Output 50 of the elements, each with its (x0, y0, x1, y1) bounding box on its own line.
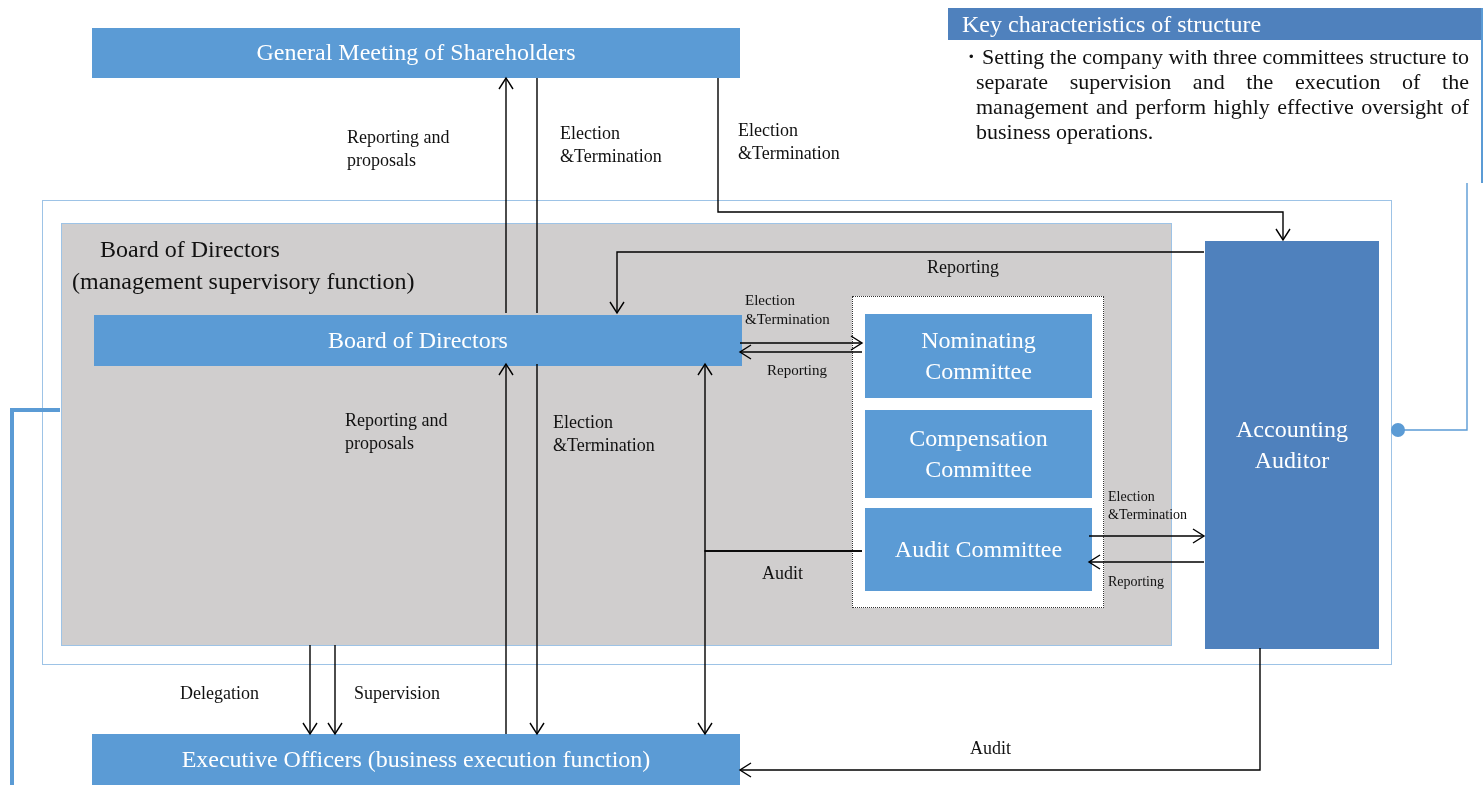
edge-label: Reporting and proposals (345, 409, 449, 454)
process-box (92, 734, 740, 785)
arrow (498, 363, 514, 735)
edge-label: Election &Termination (745, 291, 831, 329)
group-heading: (management supervisory function) (72, 268, 415, 295)
arrow (1088, 554, 1205, 570)
arrow (498, 77, 514, 314)
frame-box (42, 200, 1392, 665)
edge-label: Reporting (1108, 573, 1164, 591)
group-heading: Board of Directors (100, 236, 280, 263)
panel-heading: Key characteristics of structure (948, 8, 1481, 40)
edge-label: Election &Termination (560, 122, 663, 167)
edge-label: Reporting (927, 256, 999, 279)
arrow (529, 363, 545, 735)
process-box (92, 28, 740, 78)
edge-label: Election &Termination (553, 411, 656, 456)
dotted-group-box (852, 296, 1104, 608)
box-label: Compensation Committee (908, 423, 1049, 484)
arrow (717, 77, 1291, 241)
edge-label: Reporting (767, 361, 827, 380)
edge-label: Audit (970, 737, 1011, 760)
arrow (1088, 528, 1205, 544)
process-box (865, 508, 1092, 591)
arrow (739, 344, 863, 360)
connector-line (536, 77, 538, 314)
arrow (697, 550, 863, 735)
edge-label: Election &Termination (738, 119, 841, 164)
panel-text: ・Setting the company with three committees structure to separate supervision and the execution of the management and perform highly effective oversight of business operations. (959, 43, 1470, 144)
connector-line (10, 408, 60, 785)
arrow (739, 647, 1261, 778)
box-label: General Meeting of Shareholders (255, 38, 577, 68)
arrow (609, 251, 1205, 314)
edge-label: Audit (762, 562, 803, 585)
edge-label: Election &Termination (1108, 488, 1189, 523)
edge-label: Reporting and proposals (347, 126, 451, 171)
connector-line (1391, 182, 1468, 437)
process-box (94, 315, 742, 366)
process-box (1205, 241, 1379, 649)
box-label: Nominating Committee (920, 325, 1037, 386)
box-label: Executive Officers (business execution function) (180, 744, 652, 774)
edge-label: Supervision (354, 682, 440, 705)
arrow (739, 335, 863, 351)
arrow (327, 644, 343, 735)
edge-label: Delegation (180, 682, 259, 705)
process-box (865, 410, 1092, 498)
box-label: Audit Committee (893, 534, 1064, 564)
box-label: Accounting Auditor (1235, 414, 1349, 475)
process-box (865, 314, 1092, 398)
box-label: Board of Directors (327, 325, 509, 355)
arrow (302, 644, 318, 735)
